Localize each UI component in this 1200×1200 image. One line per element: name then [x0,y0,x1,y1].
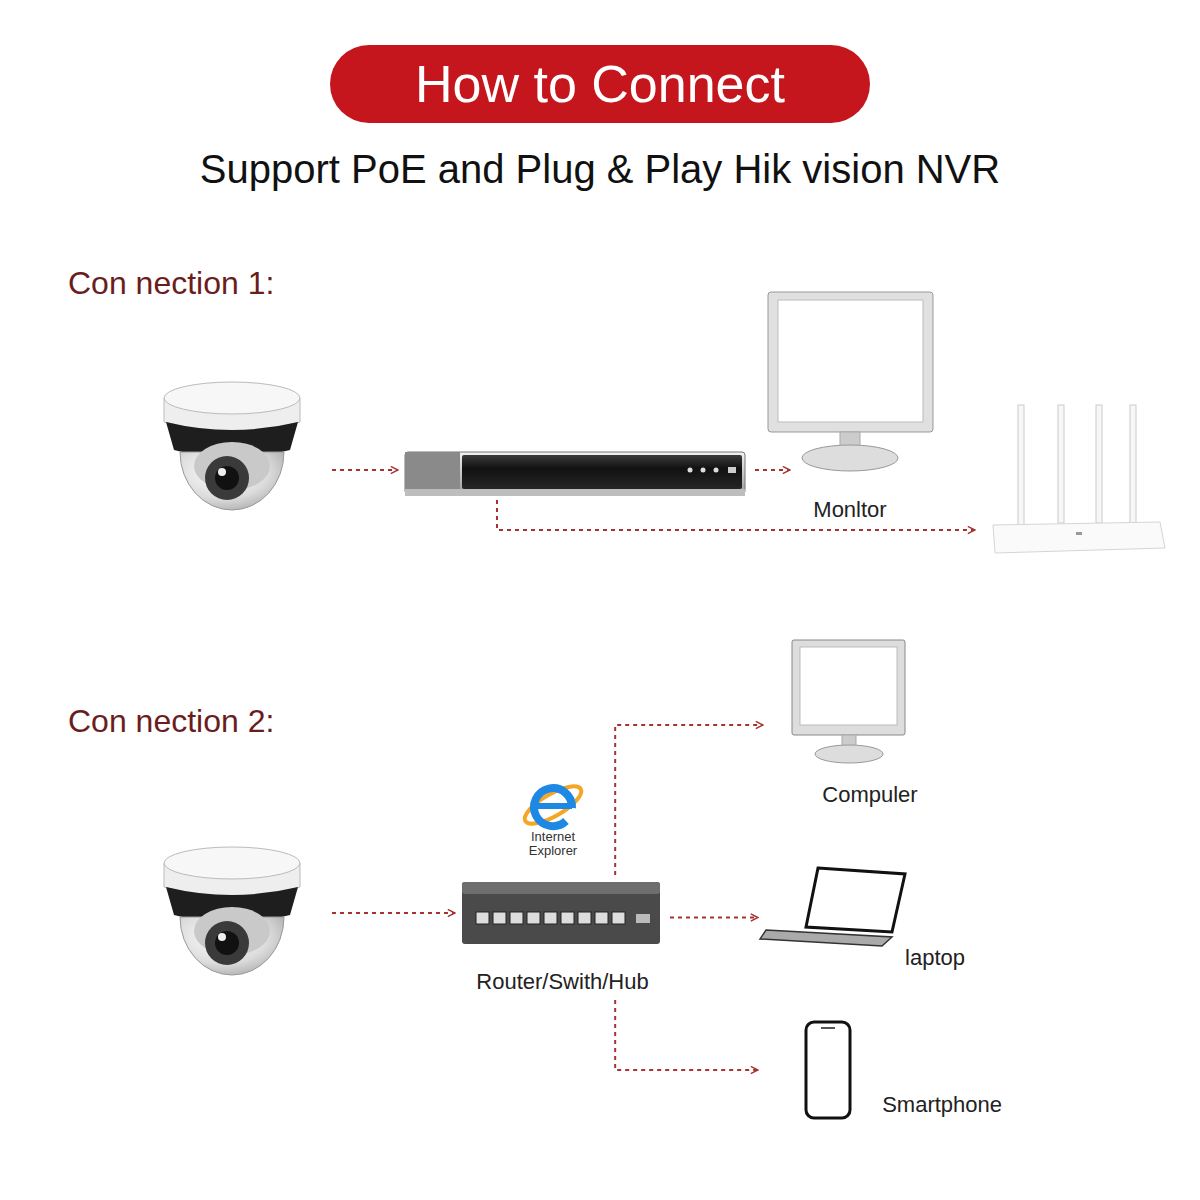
dashed-connector [615,1000,758,1070]
wifi-router [993,522,1165,553]
smartphone-icon [806,1022,850,1118]
device-node: Compuler [765,635,965,815]
wifi-router [1058,405,1064,523]
subtitle: Support PoE and Plug & Play Hik vision N… [0,145,1200,193]
device-node: Router/Swith/Hub [455,875,670,1000]
nvr-recorder [405,452,745,496]
dome-camera [205,456,249,500]
monitor-icon [768,292,933,432]
monitor-icon [778,300,923,422]
network-switch [578,912,591,924]
network-switch [462,882,660,894]
wifi-router [1096,405,1102,523]
dashed-arrow [497,500,975,530]
dashed-connector [670,917,758,919]
dome-camera [218,933,226,941]
device-label: Compuler [822,782,917,807]
dashed-arrow [755,469,790,471]
browser-logo [520,779,586,830]
nvr-recorder [728,467,736,473]
network-switch [612,912,625,924]
nvr-recorder [701,468,706,473]
network-switch [636,914,650,923]
device-node: Smartphone [760,1015,1010,1125]
nvr-recorder [714,468,719,473]
smartphone-icon [806,1022,850,1118]
dashed-connector [615,725,763,875]
device-label: Smartphone [882,1092,1002,1117]
wifi-router [1076,532,1082,535]
smartphone-icon [821,1027,835,1029]
nvr-recorder [688,468,693,473]
network-switch [476,912,489,924]
wifi-router [1130,405,1136,523]
device-node: laptop [760,860,975,975]
computer-icon [800,647,897,725]
dome-camera [164,847,300,879]
monitor-icon [768,292,933,471]
computer-icon [792,640,905,735]
dashed-arrow [332,912,455,914]
network-switch [510,912,523,924]
nvr-recorder [405,489,745,496]
section-heading: Con nection 2: [68,702,468,740]
dome-camera [215,931,239,955]
network-switch [595,912,608,924]
monitor-icon [802,445,898,471]
dome-camera [218,468,226,476]
dome-camera [164,847,300,975]
network-switch [493,912,506,924]
wifi-router [993,405,1165,553]
logo-caption: Internet Explorer [513,830,593,857]
wifi-router [1018,405,1024,525]
nvr-recorder [405,452,460,494]
device-node: Monltor [762,285,938,525]
dashed-arrow [332,469,398,471]
nvr-recorder [462,455,742,489]
computer-icon [815,745,883,763]
browser-logo [534,788,572,826]
laptop-icon [760,868,905,946]
network-switch [561,912,574,924]
network-switch [462,882,660,944]
laptop-icon [806,868,905,932]
network-switch [527,912,540,924]
title-pill: How to Connect [330,45,870,123]
network-switch [544,912,557,924]
dome-camera [164,382,300,510]
network-switch [462,882,660,944]
dashed-arrow [332,470,975,913]
section-heading: Con nection 1: [68,264,468,302]
dome-camera [164,382,300,414]
device-label: laptop [905,945,965,970]
nvr-recorder [405,452,745,494]
browser-logo [536,803,572,809]
device-label: Monltor [813,497,886,522]
device-label: Router/Swith/Hub [476,969,648,994]
dome-camera [205,921,249,965]
laptop-icon [760,930,892,946]
browser-logo [520,779,586,830]
title: How to Connect [415,54,785,114]
computer-icon [792,640,905,763]
dome-camera [215,466,239,490]
